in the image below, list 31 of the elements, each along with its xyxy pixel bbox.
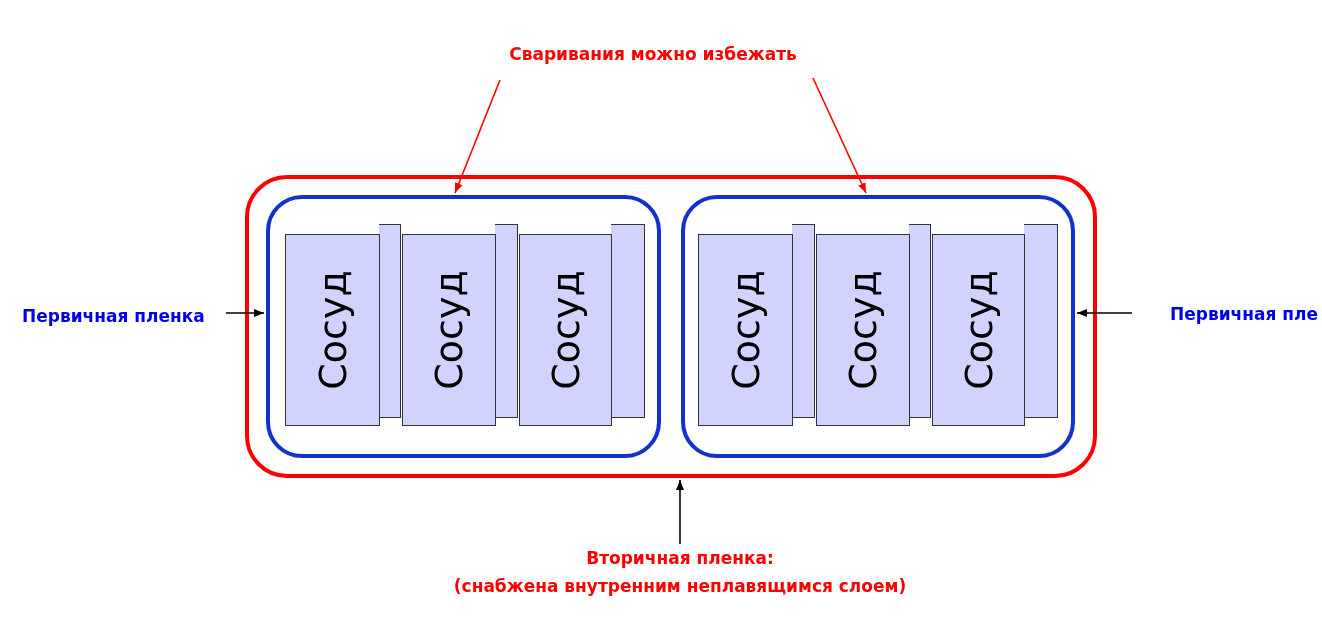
primary-film-outline: [681, 195, 1075, 458]
vessel-label: Сосуд: [726, 270, 765, 390]
callout-text: Сваривания можно избежать: [508, 43, 798, 66]
vessel-label: Сосуд: [546, 270, 585, 390]
arrow: [225, 309, 265, 317]
arrow: [454, 79, 501, 194]
callout-text: Первичная пленка: [22, 305, 206, 328]
arrow: [676, 479, 684, 545]
vessel-box: [932, 234, 1025, 426]
callout-text: Вторичная пленка:: [585, 547, 775, 570]
vessel-box: [495, 224, 518, 418]
vessel-box: [792, 224, 815, 418]
vessel-box: [1024, 224, 1058, 418]
vessel-label: Сосуд: [313, 270, 352, 390]
vessel-box: [402, 234, 496, 426]
callout-text: (снабжена внутренним неплавящимся слоем): [452, 575, 908, 598]
arrow: [812, 77, 867, 194]
vessel-label: Сосуд: [844, 270, 882, 390]
vessel-box: [816, 234, 910, 426]
vessel-box: [611, 224, 645, 418]
vessel-box: [698, 234, 793, 426]
vessel-box: [909, 224, 931, 418]
vessel-box: [285, 234, 380, 426]
primary-film-outline: [266, 195, 661, 458]
vessel-label: Сосуд: [430, 270, 468, 390]
secondary-film-outline: [245, 175, 1097, 478]
arrow: [1076, 309, 1133, 317]
vessel-box: [379, 224, 401, 418]
vessel-box: [519, 234, 612, 426]
vessel-label: Сосуд: [959, 270, 998, 390]
callout-text: Первичная пле: [1170, 303, 1320, 326]
